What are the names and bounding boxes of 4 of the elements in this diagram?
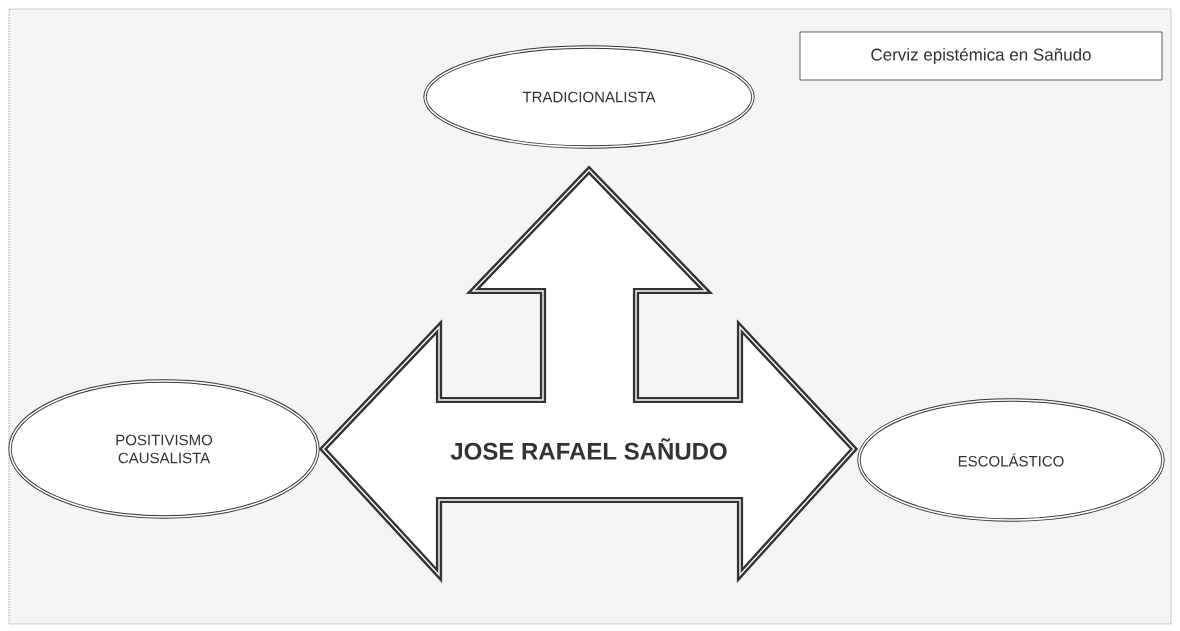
- ellipse-node: ESCOLÁSTICO: [857, 398, 1165, 522]
- ellipse-node: POSITIVISMO CAUSALISTA: [8, 379, 320, 519]
- ellipse-node: TRADICIONALISTA: [423, 45, 755, 149]
- title-box: Cerviz epistémica en Sañudo: [799, 31, 1163, 81]
